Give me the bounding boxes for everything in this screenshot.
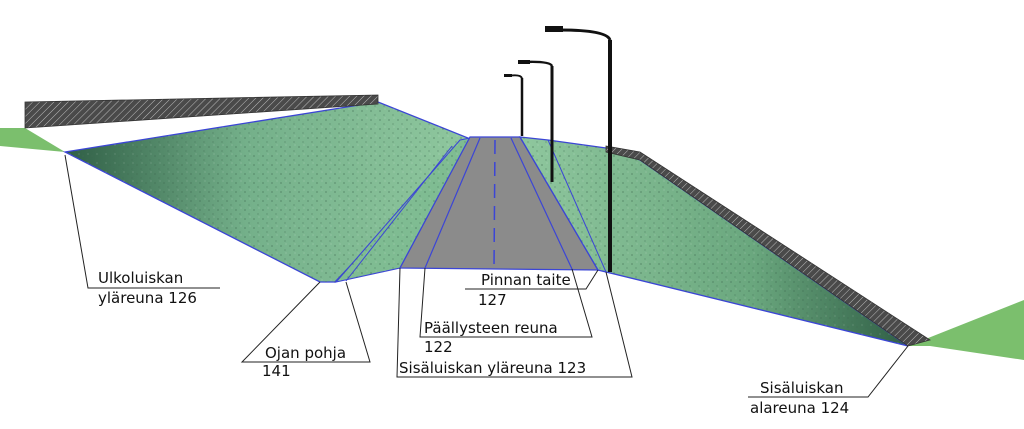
label-ojan-pohja-line2: 141 <box>262 362 291 380</box>
edge-line-right <box>510 137 573 270</box>
left-terrain <box>0 128 65 152</box>
street-light-2 <box>518 60 554 182</box>
leader-sisaluiskan-ylareuna <box>396 267 633 378</box>
label-paallysteen-reuna: Päällysteen reuna 122 <box>424 319 558 356</box>
label-paallysteen-reuna-line1: Päällysteen reuna <box>424 319 558 337</box>
ditch-bottom-line <box>345 145 453 282</box>
label-sisaluiskan-alareuna-line1: Sisäluiskan <box>760 379 843 397</box>
outer-slope-left-texture <box>65 102 468 282</box>
label-ojan-pohja-line1: Ojan pohja <box>265 344 346 362</box>
right-terrain <box>908 300 1024 360</box>
label-pinnan-taite-line1: Pinnan taite <box>481 271 571 289</box>
edge-line-left <box>424 137 481 269</box>
label-ojan-pohja: Ojan pohja 141 <box>262 344 346 380</box>
leader-pinnan-taite <box>465 269 599 290</box>
label-sisaluiskan-alareuna-line2: alareuna 124 <box>750 399 849 417</box>
label-ulkoluiskan-ylareuna: Ulkoluiskan yläreuna 126 <box>98 269 197 307</box>
leader-sisaluiskan-alareuna <box>748 345 909 398</box>
ditch-left-texture <box>336 138 470 282</box>
street-light-3 <box>545 26 612 272</box>
label-sisaluiskan-ylareuna: Sisäluiskan yläreuna 123 <box>399 359 586 377</box>
label-sisaluiskan-alareuna: Sisäluiskan alareuna 124 <box>750 379 849 417</box>
leader-ulkoluiska <box>64 154 220 289</box>
street-light-1 <box>504 74 524 136</box>
label-ulkoluiskan-line2: yläreuna 126 <box>98 289 197 307</box>
fence-left <box>24 94 379 129</box>
label-pinnan-taite: Pinnan taite 127 <box>478 271 571 309</box>
leader-paallysteen-reuna <box>419 267 593 338</box>
label-sisaluiskan-ylareuna-line1: Sisäluiskan yläreuna 123 <box>399 359 586 377</box>
label-ulkoluiskan-line1: Ulkoluiskan <box>98 269 183 287</box>
right-shoulder-line <box>547 139 607 273</box>
label-pinnan-taite-line2: 127 <box>478 291 507 309</box>
label-paallysteen-reuna-line2: 122 <box>424 338 453 356</box>
leader-ojan-pohja <box>240 281 371 363</box>
inner-slope-right-texture <box>520 137 908 346</box>
